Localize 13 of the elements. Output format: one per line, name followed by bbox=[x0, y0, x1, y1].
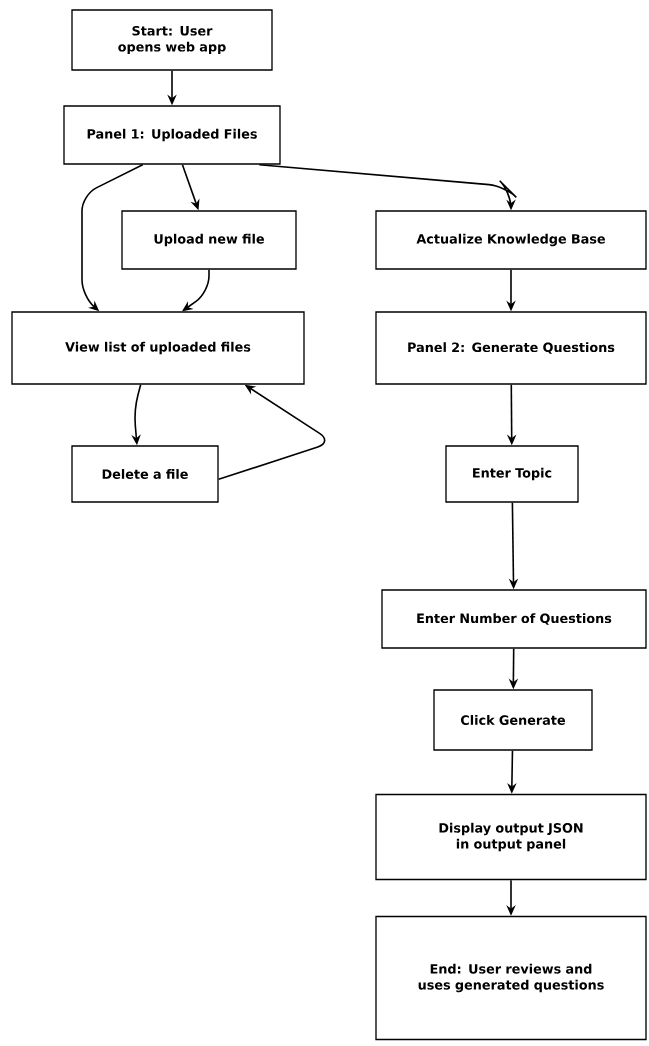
process-box: Panel 2: Generate Questions bbox=[375, 311, 647, 385]
process-box: Panel 1: Uploaded Files bbox=[63, 105, 281, 165]
process-box: Start: User opens web app bbox=[71, 9, 273, 71]
process-box: Actualize Knowledge Base bbox=[375, 210, 647, 270]
process-box: Upload new file bbox=[121, 210, 297, 270]
process-box: Enter Topic bbox=[445, 445, 579, 503]
process-box: Enter Number of Questions bbox=[381, 589, 647, 649]
process-box: Display output JSON in output panel bbox=[375, 793, 647, 881]
process-box: Click Generate bbox=[433, 689, 593, 751]
process-box: View list of uploaded files bbox=[11, 311, 305, 385]
process-box: End: User reviews and uses generated questions bbox=[375, 915, 647, 1041]
process-box: Delete a file bbox=[71, 445, 219, 503]
arrow bbox=[217, 384, 326, 481]
